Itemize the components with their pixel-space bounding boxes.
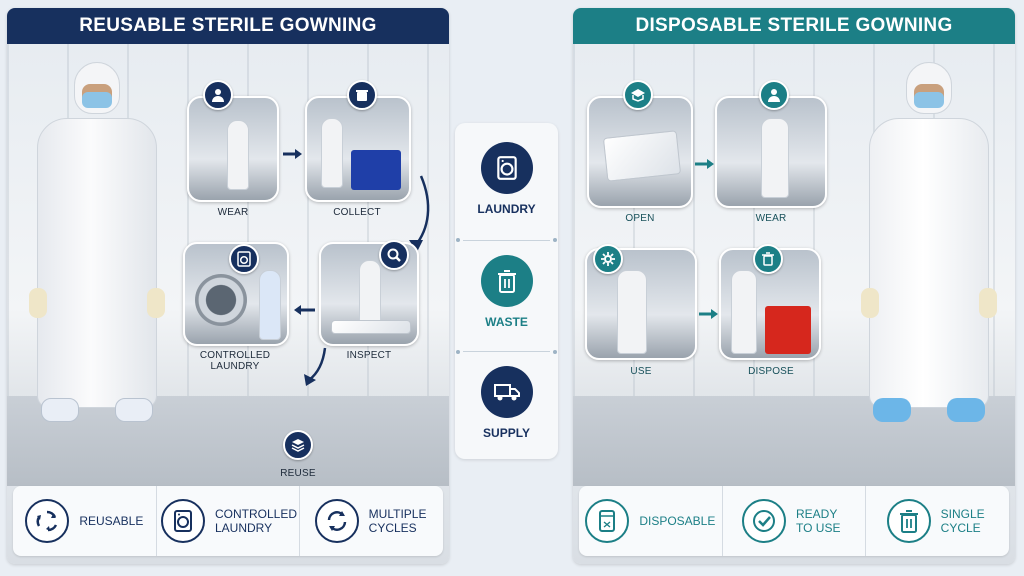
gowned-person	[27, 62, 167, 442]
folded-garment	[331, 320, 411, 334]
shoe-cover	[947, 398, 985, 422]
shoe-cover	[873, 398, 911, 422]
washing-machine-icon	[480, 142, 533, 194]
feature-single-cycle: SINGLE CYCLE	[866, 486, 1009, 556]
disposable-title: DISPOSABLE STERILE GOWNING	[573, 8, 1015, 44]
step-wear-label: WEAR	[755, 213, 787, 224]
feature-label: CONTROLLED LAUNDRY	[215, 507, 298, 535]
glove	[861, 288, 879, 318]
sealed-gown-pack	[602, 130, 682, 182]
cycle-icon	[314, 499, 359, 543]
floor	[573, 396, 1015, 486]
feature-label: REUSABLE	[79, 514, 144, 528]
center-column: LAUNDRY WASTE SUPPLY	[455, 123, 558, 459]
person-icon	[759, 80, 789, 110]
glove	[147, 288, 165, 318]
connector-dot	[456, 350, 460, 354]
feature-ready-to-use: READY TO USE	[723, 486, 867, 556]
coverall	[37, 118, 157, 408]
feature-label: SINGLE CYCLE	[940, 507, 985, 535]
divider	[463, 351, 550, 352]
arrow-icon	[695, 159, 714, 169]
worker-figure	[321, 118, 343, 188]
center-item-supply: SUPPLY	[455, 347, 558, 459]
reusable-panel: REUSABLE STERILE GOWNING WEAR	[7, 8, 449, 564]
truck-icon	[480, 366, 533, 418]
coverall	[869, 118, 989, 408]
check-icon	[742, 499, 786, 543]
step-inspect-label: INSPECT	[346, 350, 392, 361]
shoe-cover	[41, 398, 79, 422]
reusable-title: REUSABLE STERILE GOWNING	[7, 8, 449, 44]
arrow-icon	[283, 149, 302, 159]
face-mask	[914, 92, 944, 108]
washing-drum	[195, 274, 247, 326]
step-reuse-label: REUSE	[280, 468, 316, 479]
feature-label: MULTIPLE CYCLES	[368, 507, 427, 535]
worker-figure	[227, 120, 249, 190]
step-dispose-image	[719, 248, 821, 360]
center-label: SUPPLY	[483, 426, 530, 440]
recycle-icon	[25, 499, 70, 543]
magnifier-icon	[379, 240, 409, 270]
worker-figure	[731, 270, 757, 354]
center-item-laundry: LAUNDRY	[455, 123, 558, 235]
layers-icon	[283, 430, 313, 460]
reusable-footer: REUSABLE CONTROLLED LAUNDRY MULTIPLE CYC…	[13, 486, 443, 556]
face-mask	[82, 92, 112, 108]
connector-dot	[553, 350, 557, 354]
glove	[979, 288, 997, 318]
step-wear-image	[715, 96, 827, 208]
feature-disposable: DISPOSABLE	[579, 486, 723, 556]
center-item-waste: WASTE	[455, 236, 558, 348]
center-label: LAUNDRY	[477, 202, 536, 216]
trash-icon	[753, 244, 783, 274]
center-label: WASTE	[485, 315, 528, 329]
feature-reusable: REUSABLE	[13, 486, 157, 556]
reusable-scene: WEAR COLLECT INSPECT	[7, 44, 449, 486]
disposable-panel: DISPOSABLE STERILE GOWNING OPEN WEAR USE	[573, 8, 1015, 564]
shoe-cover	[115, 398, 153, 422]
step-wear-image	[187, 96, 279, 202]
person-icon	[203, 80, 233, 110]
floor	[7, 396, 449, 486]
divider	[463, 240, 550, 241]
curved-arrow-icon	[304, 347, 327, 386]
step-open-image	[587, 96, 693, 208]
bag-icon	[585, 499, 630, 543]
step-open-label: OPEN	[625, 213, 655, 224]
step-laundry-label: CONTROLLED LAUNDRY	[199, 350, 271, 372]
step-collect-image	[305, 96, 411, 202]
trash-icon	[886, 499, 931, 543]
washing-machine-icon	[229, 244, 259, 274]
glove	[29, 288, 47, 318]
step-laundry-image	[183, 242, 289, 346]
worker-figure	[259, 270, 281, 340]
feature-controlled-laundry: CONTROLLED LAUNDRY	[157, 486, 301, 556]
gear-icon	[593, 244, 623, 274]
disposable-scene: OPEN WEAR USE DISPOSE	[573, 44, 1015, 486]
feature-multiple-cycles: MULTIPLE CYCLES	[300, 486, 443, 556]
feature-label: DISPOSABLE	[639, 514, 716, 528]
feature-label: READY TO USE	[796, 507, 841, 535]
step-dispose-label: DISPOSE	[748, 366, 794, 377]
step-wear-label: WEAR	[217, 207, 249, 218]
biohazard-bin	[765, 306, 811, 354]
step-use-label: USE	[630, 366, 652, 377]
worker-figure	[617, 270, 647, 354]
connector-dot	[456, 238, 460, 242]
step-collect-label: COLLECT	[333, 207, 381, 218]
bin-icon	[347, 80, 377, 110]
disposable-footer: DISPOSABLE READY TO USE SINGLE CYCLE	[579, 486, 1009, 556]
worker-figure	[761, 118, 789, 198]
washing-machine-icon	[161, 499, 205, 543]
gowned-person	[859, 62, 999, 442]
blue-bin	[351, 150, 401, 190]
package-icon	[623, 80, 653, 110]
trash-icon	[480, 255, 533, 307]
arrow-icon	[294, 305, 315, 315]
curved-arrow-icon	[409, 175, 430, 252]
arrow-icon	[699, 309, 718, 319]
connector-dot	[553, 238, 557, 242]
